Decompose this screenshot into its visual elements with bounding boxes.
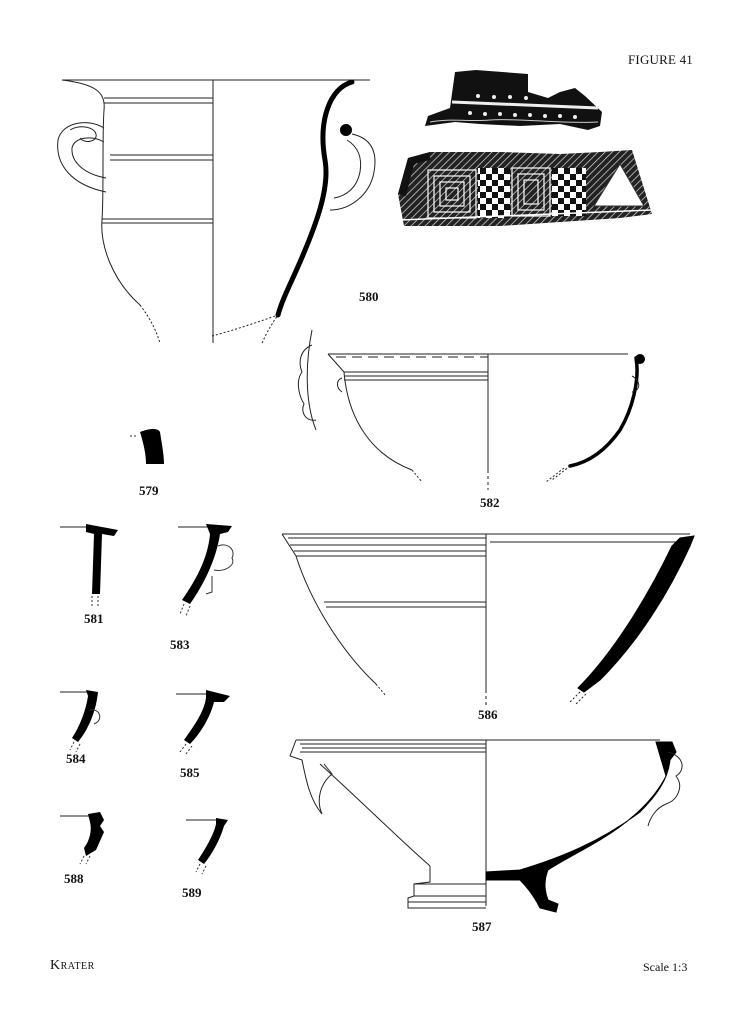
vessel-587-drawing <box>289 739 683 913</box>
sherd-580-upper <box>425 70 602 130</box>
figure-title: FIGURE 41 <box>628 52 693 67</box>
label-584: 584 <box>66 751 86 766</box>
label-579: 579 <box>139 483 159 498</box>
profile-584-drawing <box>60 690 101 753</box>
label-587: 587 <box>472 919 492 934</box>
profile-585-drawing <box>176 690 230 755</box>
label-580: 580 <box>359 289 379 304</box>
label-583: 583 <box>170 637 190 652</box>
label-586: 586 <box>478 707 498 722</box>
vessel-582-drawing <box>297 329 645 490</box>
profile-588-drawing <box>60 812 104 865</box>
profile-583-drawing <box>178 524 234 617</box>
plate-caption: Krater <box>50 958 95 973</box>
label-585: 585 <box>180 765 200 780</box>
label-588: 588 <box>64 871 84 886</box>
label-589: 589 <box>182 885 202 900</box>
sherd-579-drawing <box>130 429 164 464</box>
profile-589-drawing <box>186 818 228 875</box>
vessel-580-drawing <box>57 79 376 344</box>
label-581: 581 <box>84 611 104 626</box>
profile-581-drawing <box>60 524 118 606</box>
vessel-586-drawing <box>281 533 695 706</box>
label-582: 582 <box>480 495 500 510</box>
scale-note: Scale 1:3 <box>643 960 688 974</box>
sherd-580-lower <box>398 150 653 226</box>
